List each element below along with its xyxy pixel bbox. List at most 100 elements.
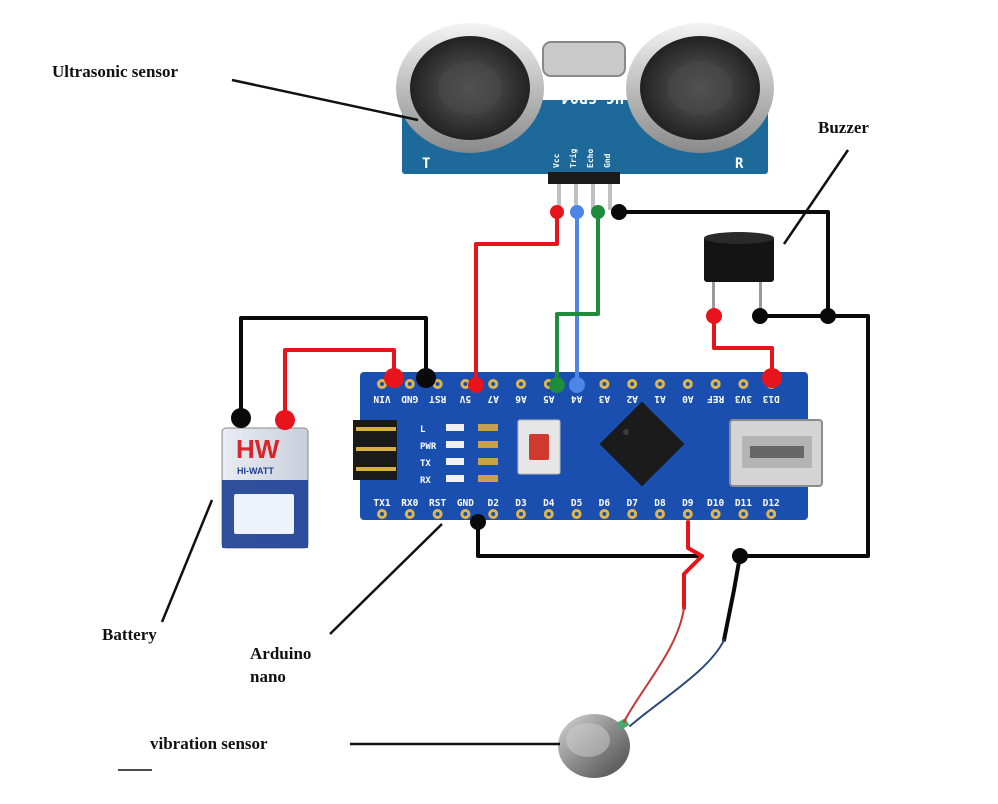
dot-buzzer-positive — [706, 308, 722, 324]
nano-pin-hole — [407, 512, 412, 516]
nano-pin-label: A6 — [515, 393, 527, 404]
nano-led — [446, 475, 464, 482]
nano-pin-label: VIN — [373, 393, 390, 404]
nano-pin-label: 5V — [459, 393, 471, 404]
nano-pin-label: A4 — [571, 393, 583, 404]
nano-led — [446, 458, 464, 465]
wire-battery-positive — [283, 348, 396, 422]
nano-led-label: RX — [420, 476, 431, 486]
nano-pin-label: RST — [429, 498, 446, 509]
buzzer-body — [704, 236, 774, 282]
ultrasonic-pin-label: Vcc — [552, 153, 561, 168]
nano-pin-hole — [658, 512, 662, 516]
nano-pin-label: D2 — [487, 498, 498, 509]
nano-pin-label: D10 — [707, 498, 724, 509]
nano-pin-label: D8 — [654, 498, 666, 509]
nano-pin-label: RX0 — [401, 498, 418, 509]
nano-pin-label: 3V3 — [735, 393, 752, 404]
nano-pin-hole — [435, 512, 440, 516]
nano-led-label: PWR — [420, 442, 437, 452]
nano-pin-hole — [602, 512, 607, 516]
label-vibration-sensor: vibration sensor — [150, 734, 268, 753]
buzzer — [704, 232, 774, 316]
dot-ultrasonic-trig — [570, 205, 584, 219]
wire-d9-signal — [682, 520, 704, 610]
wire-battery-negative — [239, 316, 428, 420]
nano-pin-label: A3 — [598, 393, 610, 404]
callout-battery — [160, 499, 214, 623]
nano-pin-hole — [546, 512, 551, 516]
nano-pin-label: D7 — [626, 498, 637, 509]
dot-buzzer-negative — [752, 308, 768, 324]
nano-pin-label: D12 — [763, 498, 780, 509]
ultrasonic-header-pins — [548, 172, 620, 210]
nano-pin-hole — [713, 512, 718, 516]
nano-pin-hole — [602, 382, 607, 386]
dot-ultrasonic-echo — [591, 205, 605, 219]
dot-nano-5v — [468, 377, 484, 393]
nano-pin-hole — [658, 382, 662, 386]
wires — [239, 210, 870, 727]
nano-pin-label: D5 — [571, 498, 583, 509]
ultrasonic-left-transducer — [396, 23, 544, 153]
nano-pin-hole — [519, 512, 523, 516]
nano-pin-hole — [713, 382, 718, 386]
nano-pin-label: RST — [429, 393, 446, 404]
dot-nano-vin — [384, 368, 404, 388]
vibration-sensor — [558, 714, 630, 778]
label-battery: Battery — [102, 625, 157, 644]
nano-pin-hole — [574, 512, 579, 516]
nano-pin-hole — [491, 512, 496, 516]
nano-pin-label: D11 — [735, 498, 752, 509]
ultrasonic-pin-label: Echo — [586, 149, 595, 168]
nano-pin-label: D13 — [762, 393, 779, 404]
buzzer-lead-negative — [759, 282, 762, 316]
nano-resistor — [478, 475, 498, 482]
nano-pin-hole — [463, 512, 468, 516]
wire-ultrasonic-echo — [555, 210, 600, 387]
nano-pin-hole — [685, 382, 690, 386]
vibration-lead-red — [623, 607, 685, 723]
nano-pin-hole — [685, 512, 690, 516]
nano-pin-label: A0 — [682, 393, 694, 404]
ultrasonic-pin-label: Trig — [568, 149, 578, 168]
buzzer-lead-positive — [712, 282, 715, 316]
callout-ultrasonic — [231, 78, 419, 122]
nano-resistor — [478, 424, 498, 431]
label-arduino: Arduino — [250, 644, 312, 663]
callout-arduino — [329, 523, 443, 635]
wire-ultrasonic-vcc — [474, 210, 559, 387]
nano-usb-port — [729, 419, 823, 487]
nano-pcb — [360, 372, 808, 520]
connection-dots — [231, 204, 836, 564]
nano-pin-label: GND — [457, 498, 474, 509]
nano-pin-label: GND — [401, 393, 418, 404]
nano-pin-hole — [463, 382, 468, 386]
crystal-oscillator — [542, 41, 626, 77]
dot-battery-positive — [275, 410, 295, 430]
nano-pin-label: A2 — [626, 393, 637, 404]
nano-pin-hole — [630, 512, 635, 516]
label-buzzer: Buzzer — [818, 118, 869, 137]
dot-nano-gnd — [416, 368, 436, 388]
nano-pin-hole — [769, 512, 774, 516]
callout-buzzer — [782, 149, 850, 245]
ultrasonic-t-marker: T — [422, 156, 430, 172]
nano-pin-label: REF — [707, 393, 724, 404]
nano-pin-hole — [380, 382, 384, 386]
battery: HW HI-WATT — [221, 427, 309, 549]
dot-ultrasonic-gnd — [611, 204, 627, 220]
nano-led-label: L — [420, 425, 426, 435]
nano-led — [446, 424, 464, 431]
ultrasonic-r-marker: R — [735, 156, 744, 172]
wire-buzzer-d13 — [712, 314, 774, 380]
nano-pin-hole — [380, 512, 384, 516]
nano-pin-label: TX1 — [373, 498, 390, 509]
dot-nano-d13 — [762, 368, 782, 388]
